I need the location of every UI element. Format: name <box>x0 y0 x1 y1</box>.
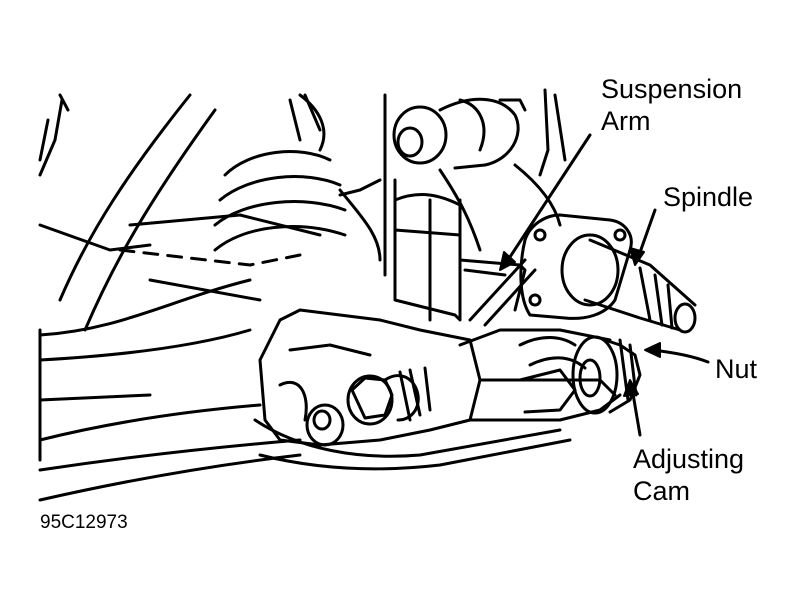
bolt-drawing <box>278 366 432 447</box>
nut-arrowhead <box>644 342 661 358</box>
lower-control-arm-drawing <box>253 308 622 471</box>
coil-spring-drawing <box>213 93 347 252</box>
spindle-leader <box>636 208 657 260</box>
spindle-drawing <box>519 213 697 334</box>
adjusting-cam-arrowhead <box>623 379 639 397</box>
figure-code: 95C12973 <box>40 512 128 533</box>
shock-absorber-drawing <box>383 93 462 322</box>
leader-lines <box>499 133 710 437</box>
suspension-arm-leader <box>506 133 592 262</box>
label-adjusting-cam-line2: Cam <box>633 476 691 506</box>
upper-mount-drawing <box>338 88 567 252</box>
suspension-arm-arrowhead <box>499 251 516 271</box>
label-adjusting-cam-line1: Adjusting <box>633 444 745 474</box>
label-suspension-arm-line2: Arm <box>601 106 651 136</box>
label-suspension-arm-line1: Suspension <box>601 74 743 104</box>
spindle-arrowhead <box>629 247 645 266</box>
adjusting-cam-leader <box>630 386 642 437</box>
adjusting-cam-drawing <box>518 335 642 415</box>
label-nut: Nut <box>715 354 758 384</box>
label-spindle: Spindle <box>663 182 754 212</box>
